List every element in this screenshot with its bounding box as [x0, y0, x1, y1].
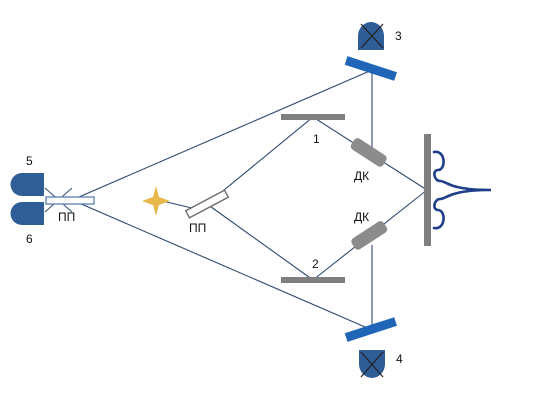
mirror-bottom — [344, 317, 397, 342]
beam-left-to-top-mirror — [71, 69, 373, 201]
detector-3 — [358, 22, 384, 50]
label-detector-5: 5 — [26, 154, 33, 168]
compensator-upper — [350, 138, 387, 167]
beam-splitter-left — [44, 187, 95, 213]
label-compensator-lower: ДК — [354, 210, 369, 224]
label-detector-3: 3 — [395, 29, 402, 43]
label-mirror-1: 1 — [313, 132, 320, 146]
interference-signal-icon — [432, 150, 492, 230]
beam-paths — [71, 69, 428, 331]
screen-plate — [424, 134, 431, 246]
beam-left-to-bottom-mirror — [71, 199, 373, 331]
label-mirror-2: 2 — [312, 257, 319, 271]
detector-6 — [10, 202, 44, 225]
blocked-detector-icon — [358, 22, 384, 50]
detector-5 — [10, 173, 44, 196]
beam-splitter-center — [184, 189, 230, 219]
detector-4 — [359, 350, 385, 378]
beam-splitter-to-mirror-2 — [206, 203, 314, 281]
compensator-lower — [351, 221, 388, 250]
detector-icon — [10, 173, 44, 196]
mirror-1 — [281, 114, 345, 120]
detector-icon — [10, 202, 44, 225]
star-icon — [142, 186, 170, 216]
label-beam-splitter-left: ПП — [58, 210, 75, 224]
label-beam-splitter-center: ПП — [189, 221, 206, 235]
label-detector-4: 4 — [396, 352, 403, 366]
mirror-2 — [281, 277, 345, 283]
mirror-top — [344, 56, 397, 81]
label-compensator-upper: ДК — [354, 169, 369, 183]
label-detector-6: 6 — [26, 232, 33, 246]
